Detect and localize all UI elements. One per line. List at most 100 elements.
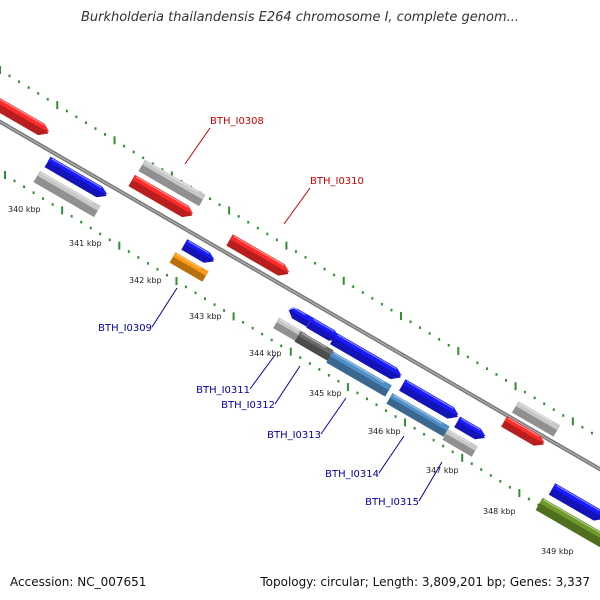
feature-gloss (333, 352, 385, 383)
map-title: Burkholderia thailandensis E264 chromoso… (80, 10, 520, 25)
feature-gloss (0, 94, 45, 126)
genome-summary: Topology: circular; Length: 3,809,201 bp… (260, 575, 590, 589)
feature-face (48, 156, 108, 195)
chromosome-backbone (0, 119, 600, 472)
gene-features[interactable] (0, 92, 600, 549)
scale-label: 340 kbp (8, 205, 41, 214)
feature-red-2[interactable] (128, 174, 195, 221)
feature-gloss (40, 172, 94, 204)
feature-face (230, 234, 290, 273)
feature-face (445, 429, 478, 451)
feature-face (132, 174, 194, 214)
gene-label[interactable]: BTH_I0314 (325, 469, 379, 480)
feature-blue-8[interactable] (548, 483, 600, 524)
callout-leader (418, 461, 443, 502)
scale-label: 345 kbp (309, 389, 342, 398)
feature-gloss (145, 161, 199, 193)
feature-blue-6[interactable] (399, 379, 461, 422)
feature-gloss (135, 176, 189, 208)
feature-gloss (279, 319, 300, 332)
feature-darkgray-1[interactable] (294, 331, 334, 361)
callout-leader (249, 354, 276, 390)
feature-blue-2[interactable] (181, 239, 216, 266)
feature-gloss (313, 318, 335, 332)
gene-label[interactable]: BTH_I0311 (196, 385, 250, 396)
scale-labels: 340 kbp 341 kbp 342 kbp 343 kbp 344 kbp 345 k… (8, 205, 574, 556)
feature-face (330, 351, 392, 391)
feature-red-3[interactable] (226, 234, 291, 279)
feature-face (276, 317, 307, 339)
callout-leader (184, 127, 211, 165)
feature-face (504, 416, 545, 443)
feature-gloss (292, 306, 306, 316)
feature-face (389, 393, 450, 431)
scale-label: 347 kbp (426, 466, 459, 475)
feature-red-4[interactable] (501, 416, 547, 449)
feature-face (0, 92, 50, 132)
feature-gray-5[interactable] (511, 401, 561, 437)
scale-label: 341 kbp (69, 239, 102, 248)
feature-shade (288, 308, 313, 327)
feature-face (309, 317, 340, 338)
callout-leader (378, 435, 405, 474)
callout-leader (320, 397, 347, 435)
feature-blue-5[interactable] (329, 332, 404, 383)
scale-label: 344 kbp (249, 349, 282, 358)
feature-face (539, 497, 600, 542)
feature-face (552, 483, 600, 518)
feature-gloss (176, 253, 202, 269)
feature-gloss (301, 332, 327, 348)
feature-olive-1[interactable] (535, 497, 600, 549)
gene-label[interactable]: BTH_I0313 (267, 430, 321, 441)
feature-steelblue-1[interactable] (326, 351, 392, 397)
backbone-highlight (0, 121, 600, 470)
scale-label: 346 kbp (368, 427, 401, 436)
gene-label[interactable]: BTH_I0315 (365, 497, 419, 508)
feature-gloss (460, 418, 481, 431)
feature-face (515, 401, 561, 431)
feature-gloss (556, 484, 600, 511)
feature-blue-4[interactable] (306, 317, 341, 344)
gene-label[interactable]: BTH_I0312 (221, 400, 275, 411)
feature-orange-1[interactable] (169, 252, 209, 282)
feature-blue-3[interactable] (286, 305, 313, 327)
feature-gloss (337, 334, 397, 370)
feature-gloss (393, 394, 443, 424)
callout-leader (274, 365, 301, 405)
feature-face (184, 239, 215, 260)
inner-tick-track (4, 171, 597, 542)
feature-face (457, 416, 486, 437)
feature-face (289, 308, 313, 322)
feature-gloss (519, 402, 553, 423)
gene-callouts[interactable]: BTH_I0308BTH_I0310BTH_I0309BTH_I0311BTH_… (98, 116, 443, 508)
feature-gray-1[interactable] (33, 170, 101, 218)
scale-label: 343 kbp (189, 312, 222, 321)
feature-gray-4[interactable] (442, 429, 478, 457)
feature-gloss (543, 499, 600, 534)
feature-blue-7[interactable] (454, 416, 488, 443)
feature-gray-2[interactable] (138, 159, 206, 207)
feature-gloss (51, 158, 103, 189)
feature-face (173, 252, 209, 276)
feature-face (333, 332, 402, 376)
feature-face (142, 159, 206, 200)
feature-face (298, 331, 334, 355)
feature-face (402, 379, 459, 416)
scale-label: 342 kbp (129, 276, 162, 285)
outer-tick-track (0, 66, 593, 435)
feature-steelblue-2[interactable] (386, 393, 450, 437)
feature-gloss (233, 235, 285, 266)
callout-leader (283, 187, 311, 225)
feature-face (37, 170, 101, 211)
feature-gloss (449, 430, 471, 444)
feature-red-1[interactable] (0, 92, 52, 139)
feature-gloss (406, 380, 454, 409)
accession-label: Accession: NC_007651 (10, 575, 147, 589)
gene-label[interactable]: BTH_I0309 (98, 323, 152, 334)
feature-gloss (507, 417, 540, 437)
scale-label: 348 kbp (483, 507, 516, 516)
gene-label[interactable]: BTH_I0308 (210, 116, 264, 127)
gene-label[interactable]: BTH_I0310 (310, 176, 364, 187)
feature-blue-1[interactable] (44, 156, 110, 201)
